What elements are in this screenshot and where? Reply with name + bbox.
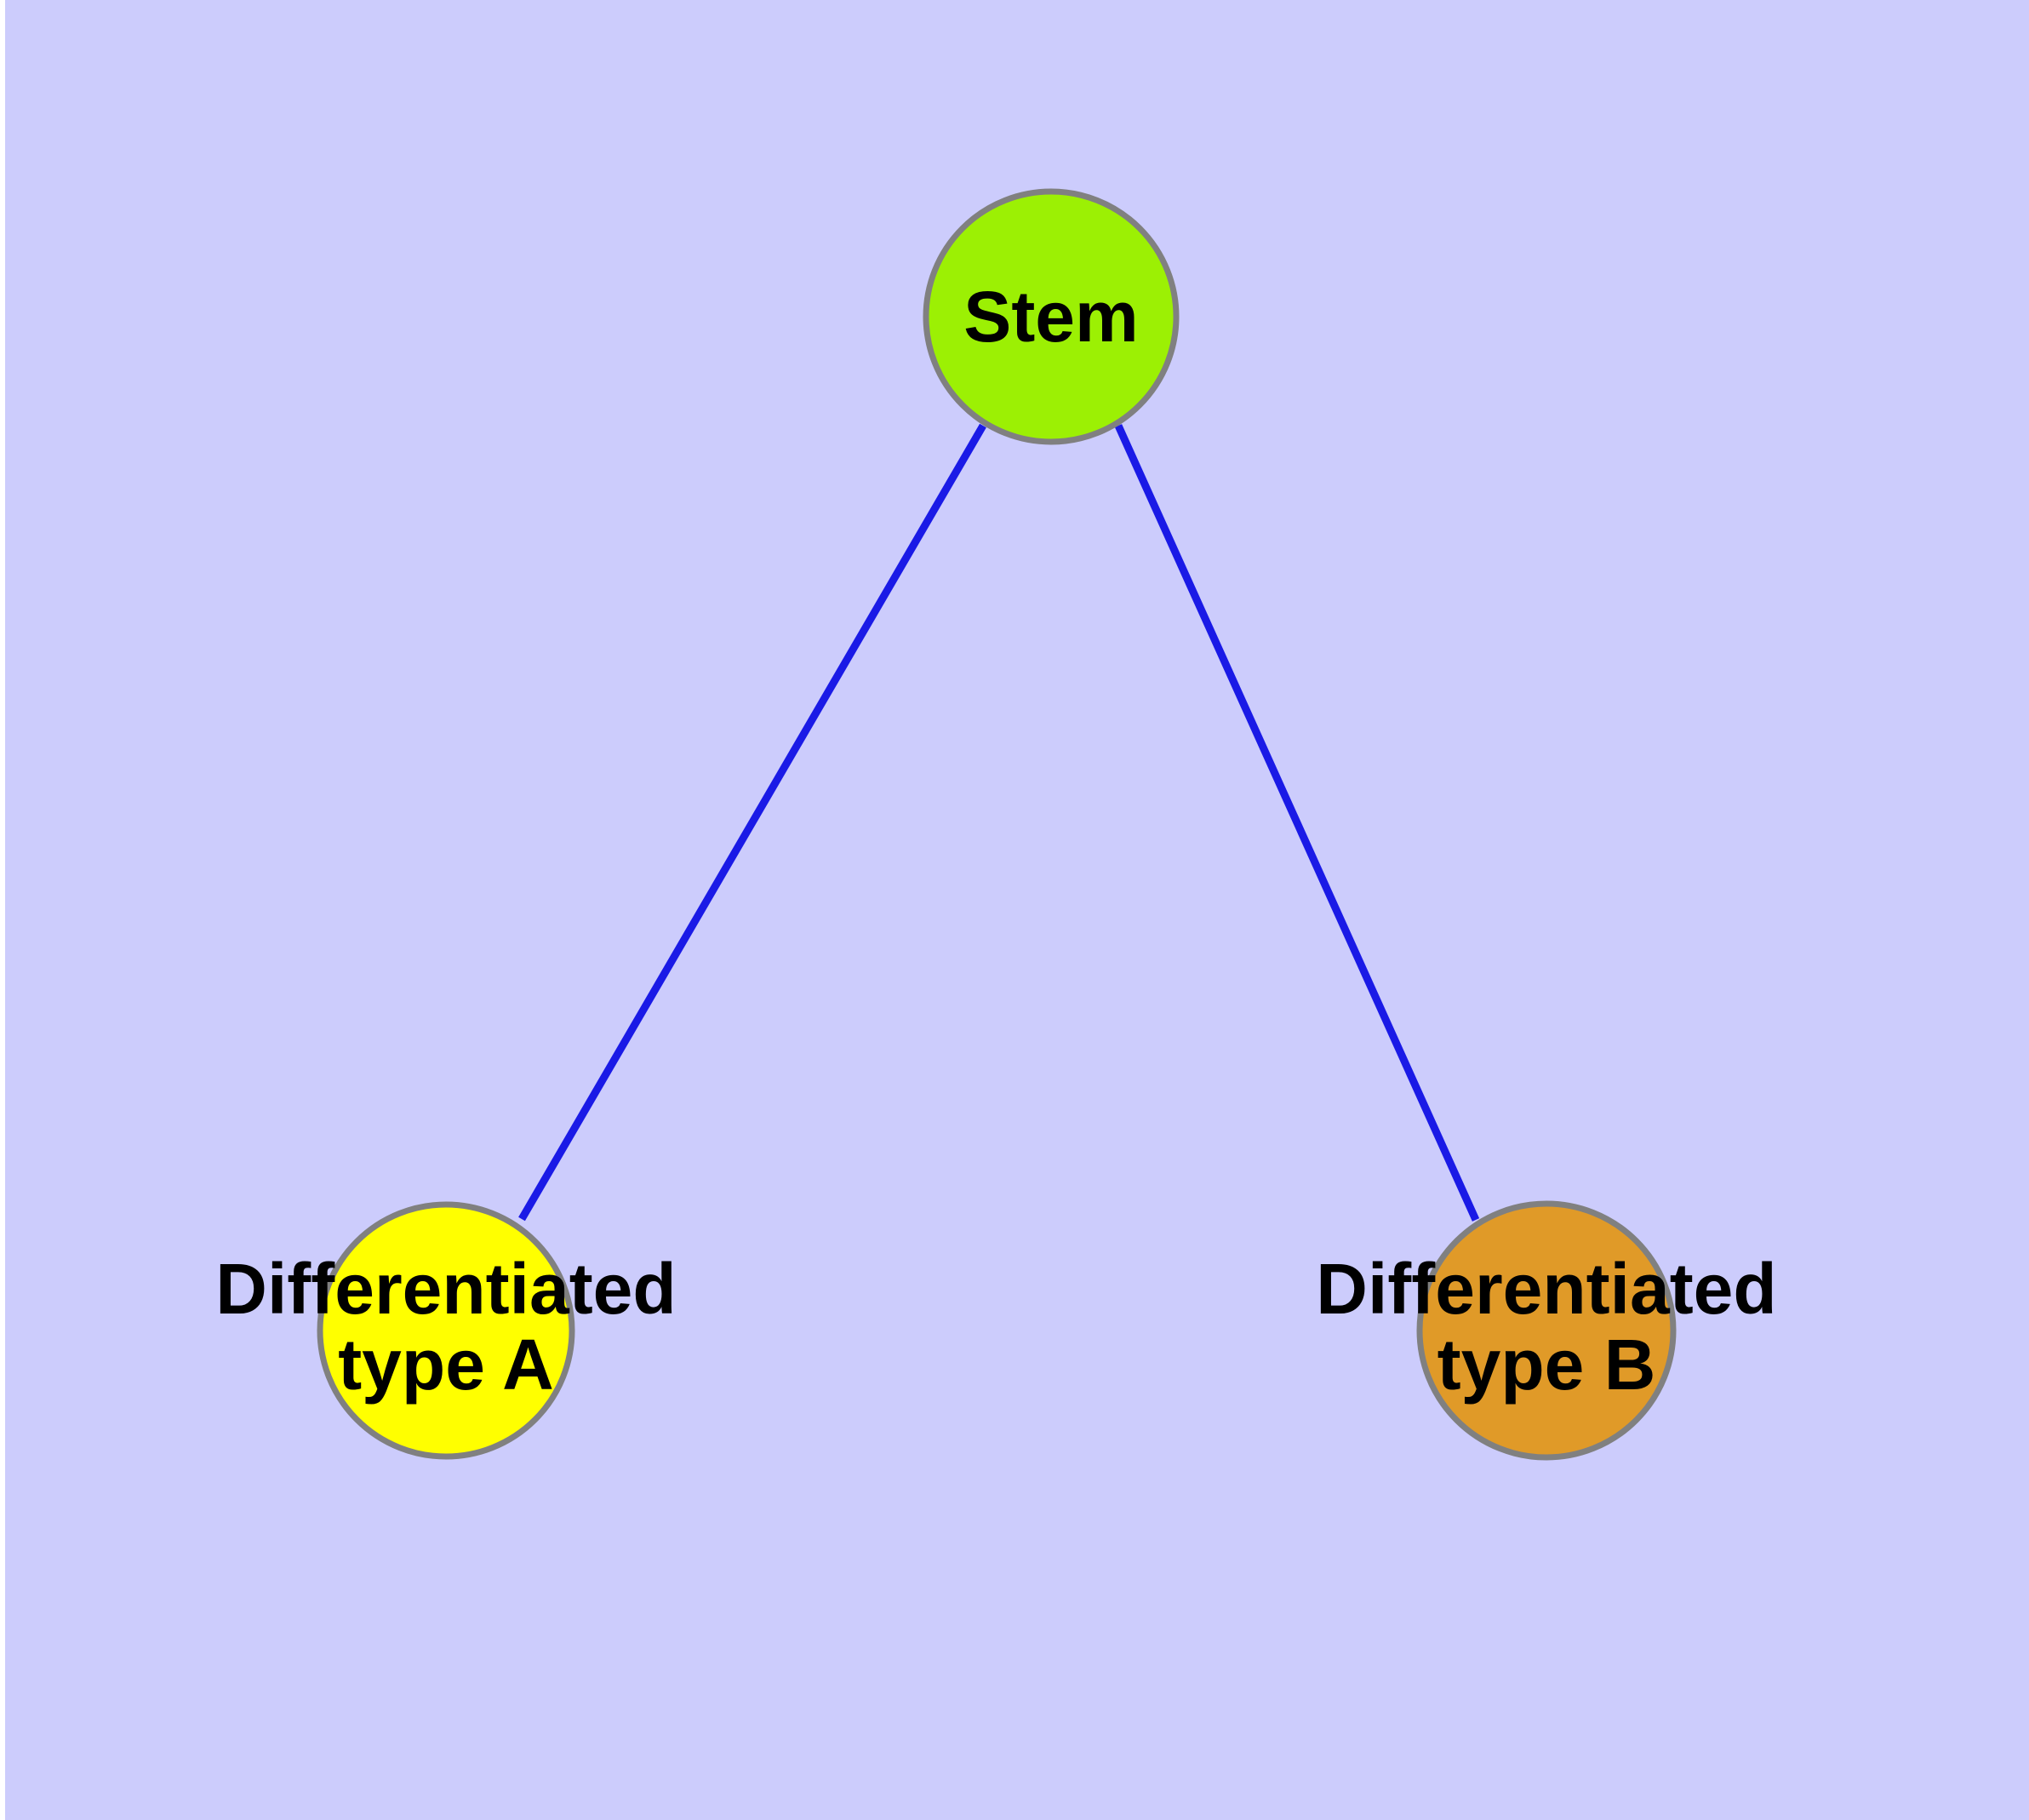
edge-layer: [518, 423, 1480, 1222]
node-stem[interactable]: [923, 188, 1180, 445]
node-diff-a[interactable]: [317, 1201, 575, 1460]
edge-stem-to-diff-a: [518, 423, 986, 1222]
node-layer: [317, 188, 1677, 1461]
edge-stem-to-diff-b: [1114, 424, 1480, 1222]
node-diff-b[interactable]: [1416, 1200, 1677, 1461]
